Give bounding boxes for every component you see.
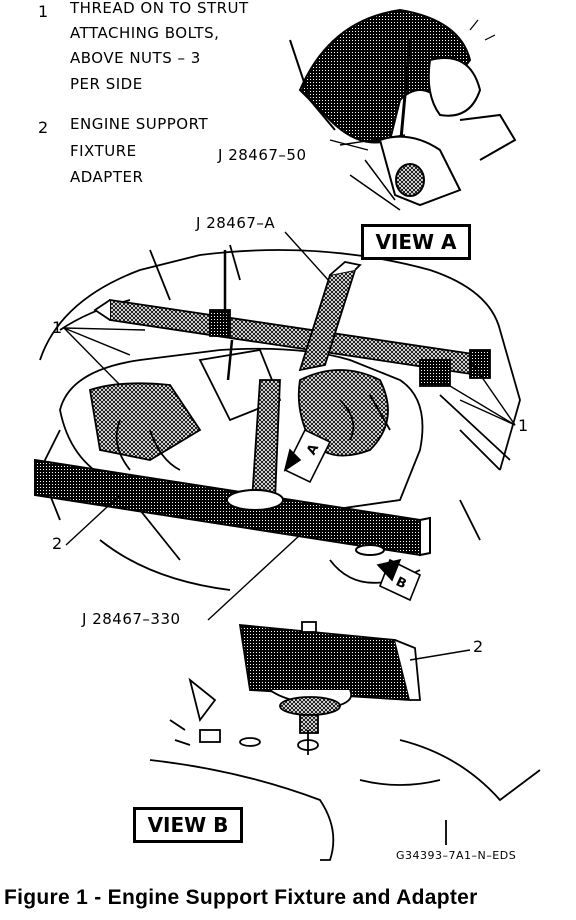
support-beam (93, 250, 491, 501)
view-b-label: VIEW B (133, 807, 243, 843)
callout-tool-j28467-50: J 28467–50 (218, 146, 307, 164)
engine-compartment (39, 244, 521, 591)
view-b-detail (149, 621, 541, 861)
leader-lines (63, 134, 516, 661)
legend-item-1-line-2: ATTACHING BOLTS, (70, 24, 220, 42)
figure-caption: Figure 1 - Engine Support Fixture and Ad… (4, 886, 478, 909)
legend-item-2-line-3: ADAPTER (70, 168, 144, 186)
legend-item-1-line-1: THREAD ON TO STRUT (70, 0, 249, 17)
callout-tool-j28467-a: J 28467–A (196, 214, 276, 232)
callout-item-2-left: 2 (52, 534, 63, 553)
legend-item-2-line-2: FIXTURE (70, 142, 137, 160)
legend-item-1-line-3: ABOVE NUTS – 3 (70, 49, 201, 67)
drawing-reference-code: G34393–7A1–N–EDS (396, 849, 517, 862)
view-a-detail (289, 8, 517, 211)
callout-item-2-right: 2 (473, 637, 484, 656)
legend-item-1-line-4: PER SIDE (70, 75, 143, 93)
legend-number-1: 1 (38, 2, 49, 21)
view-arrows (283, 428, 422, 602)
callout-item-1-left: 1 (52, 318, 63, 337)
legend-number-2: 2 (38, 118, 49, 137)
view-a-label: VIEW A (361, 224, 471, 260)
callout-tool-j28467-330: J 28467–330 (82, 610, 181, 628)
legend-item-2-line-1: ENGINE SUPPORT (70, 115, 209, 133)
front-support-bar (34, 458, 431, 557)
callout-item-1-right: 1 (518, 416, 529, 435)
